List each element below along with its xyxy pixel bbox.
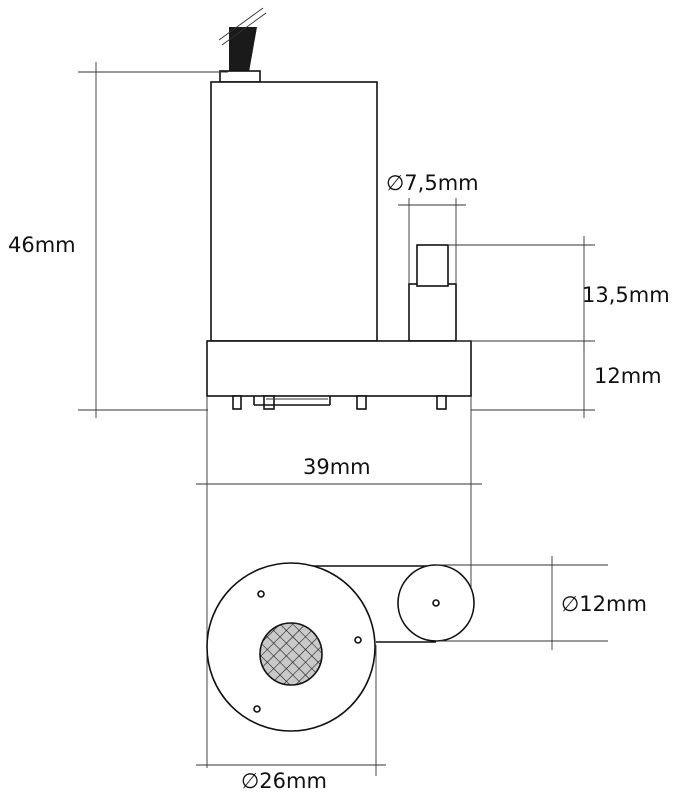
label-outlet-height: 13,5mm [582,283,670,307]
intake-mesh [259,622,323,686]
dimension-small-diameter [436,556,608,650]
pump-base [206,340,472,397]
screw-holes [253,590,362,713]
dimension-outlet-diameter [398,198,466,284]
label-width-total: 39mm [303,455,371,479]
label-small-diameter: ∅12mm [561,592,647,616]
power-cable [218,7,267,83]
outlet-nozzle [408,244,457,342]
dimension-base-height [471,341,595,418]
motor-housing [210,81,378,342]
dimension-large-diameter [196,645,386,776]
label-large-diameter: ∅26mm [241,769,327,793]
label-base-height: 12mm [594,364,662,388]
label-height-total: 46mm [8,233,76,257]
dimension-outlet-height [448,236,595,350]
side-view: 46mm ∅7,5mm 13,5mm 12mm 39mm [8,7,670,768]
dimension-height-total [78,62,228,418]
bottom-view: ∅12mm ∅26mm [196,556,647,793]
pump-feet [232,395,447,410]
dimension-width-total [196,396,482,768]
label-outlet-diameter: ∅7,5mm [386,171,479,195]
small-disc [397,564,475,642]
